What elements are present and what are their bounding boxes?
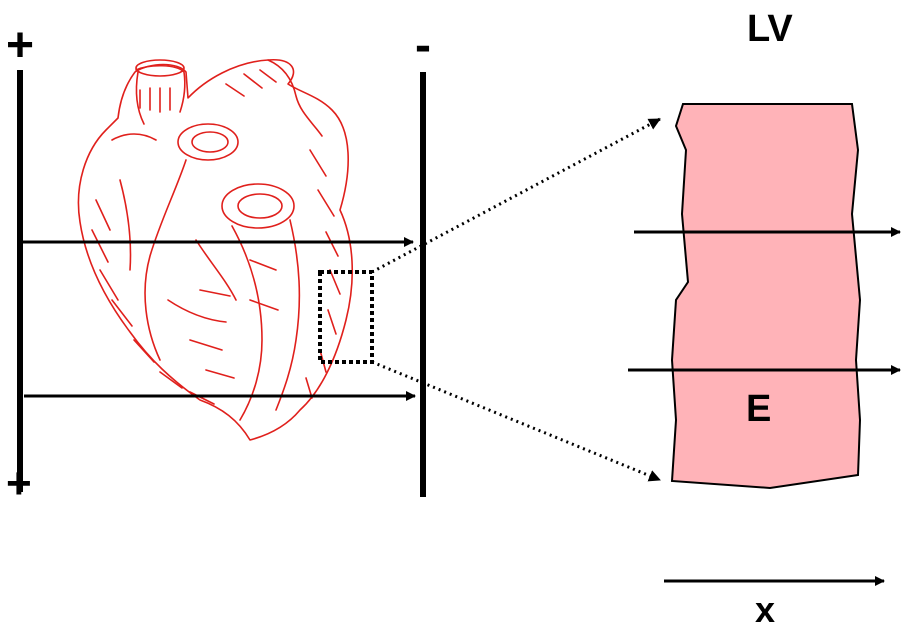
- zoom-line-top: [372, 119, 660, 272]
- zoom-line-bottom: [372, 362, 660, 480]
- axis-label: x: [755, 592, 775, 628]
- lv-tissue-slab: [672, 104, 860, 488]
- field-label: E: [746, 390, 771, 428]
- positive-label: +: [6, 22, 34, 70]
- chamber-label: LV: [747, 10, 793, 48]
- negative-label: -: [415, 22, 431, 70]
- heart-illustration-icon: [78, 60, 352, 440]
- positive-bottom-label: +: [6, 462, 32, 506]
